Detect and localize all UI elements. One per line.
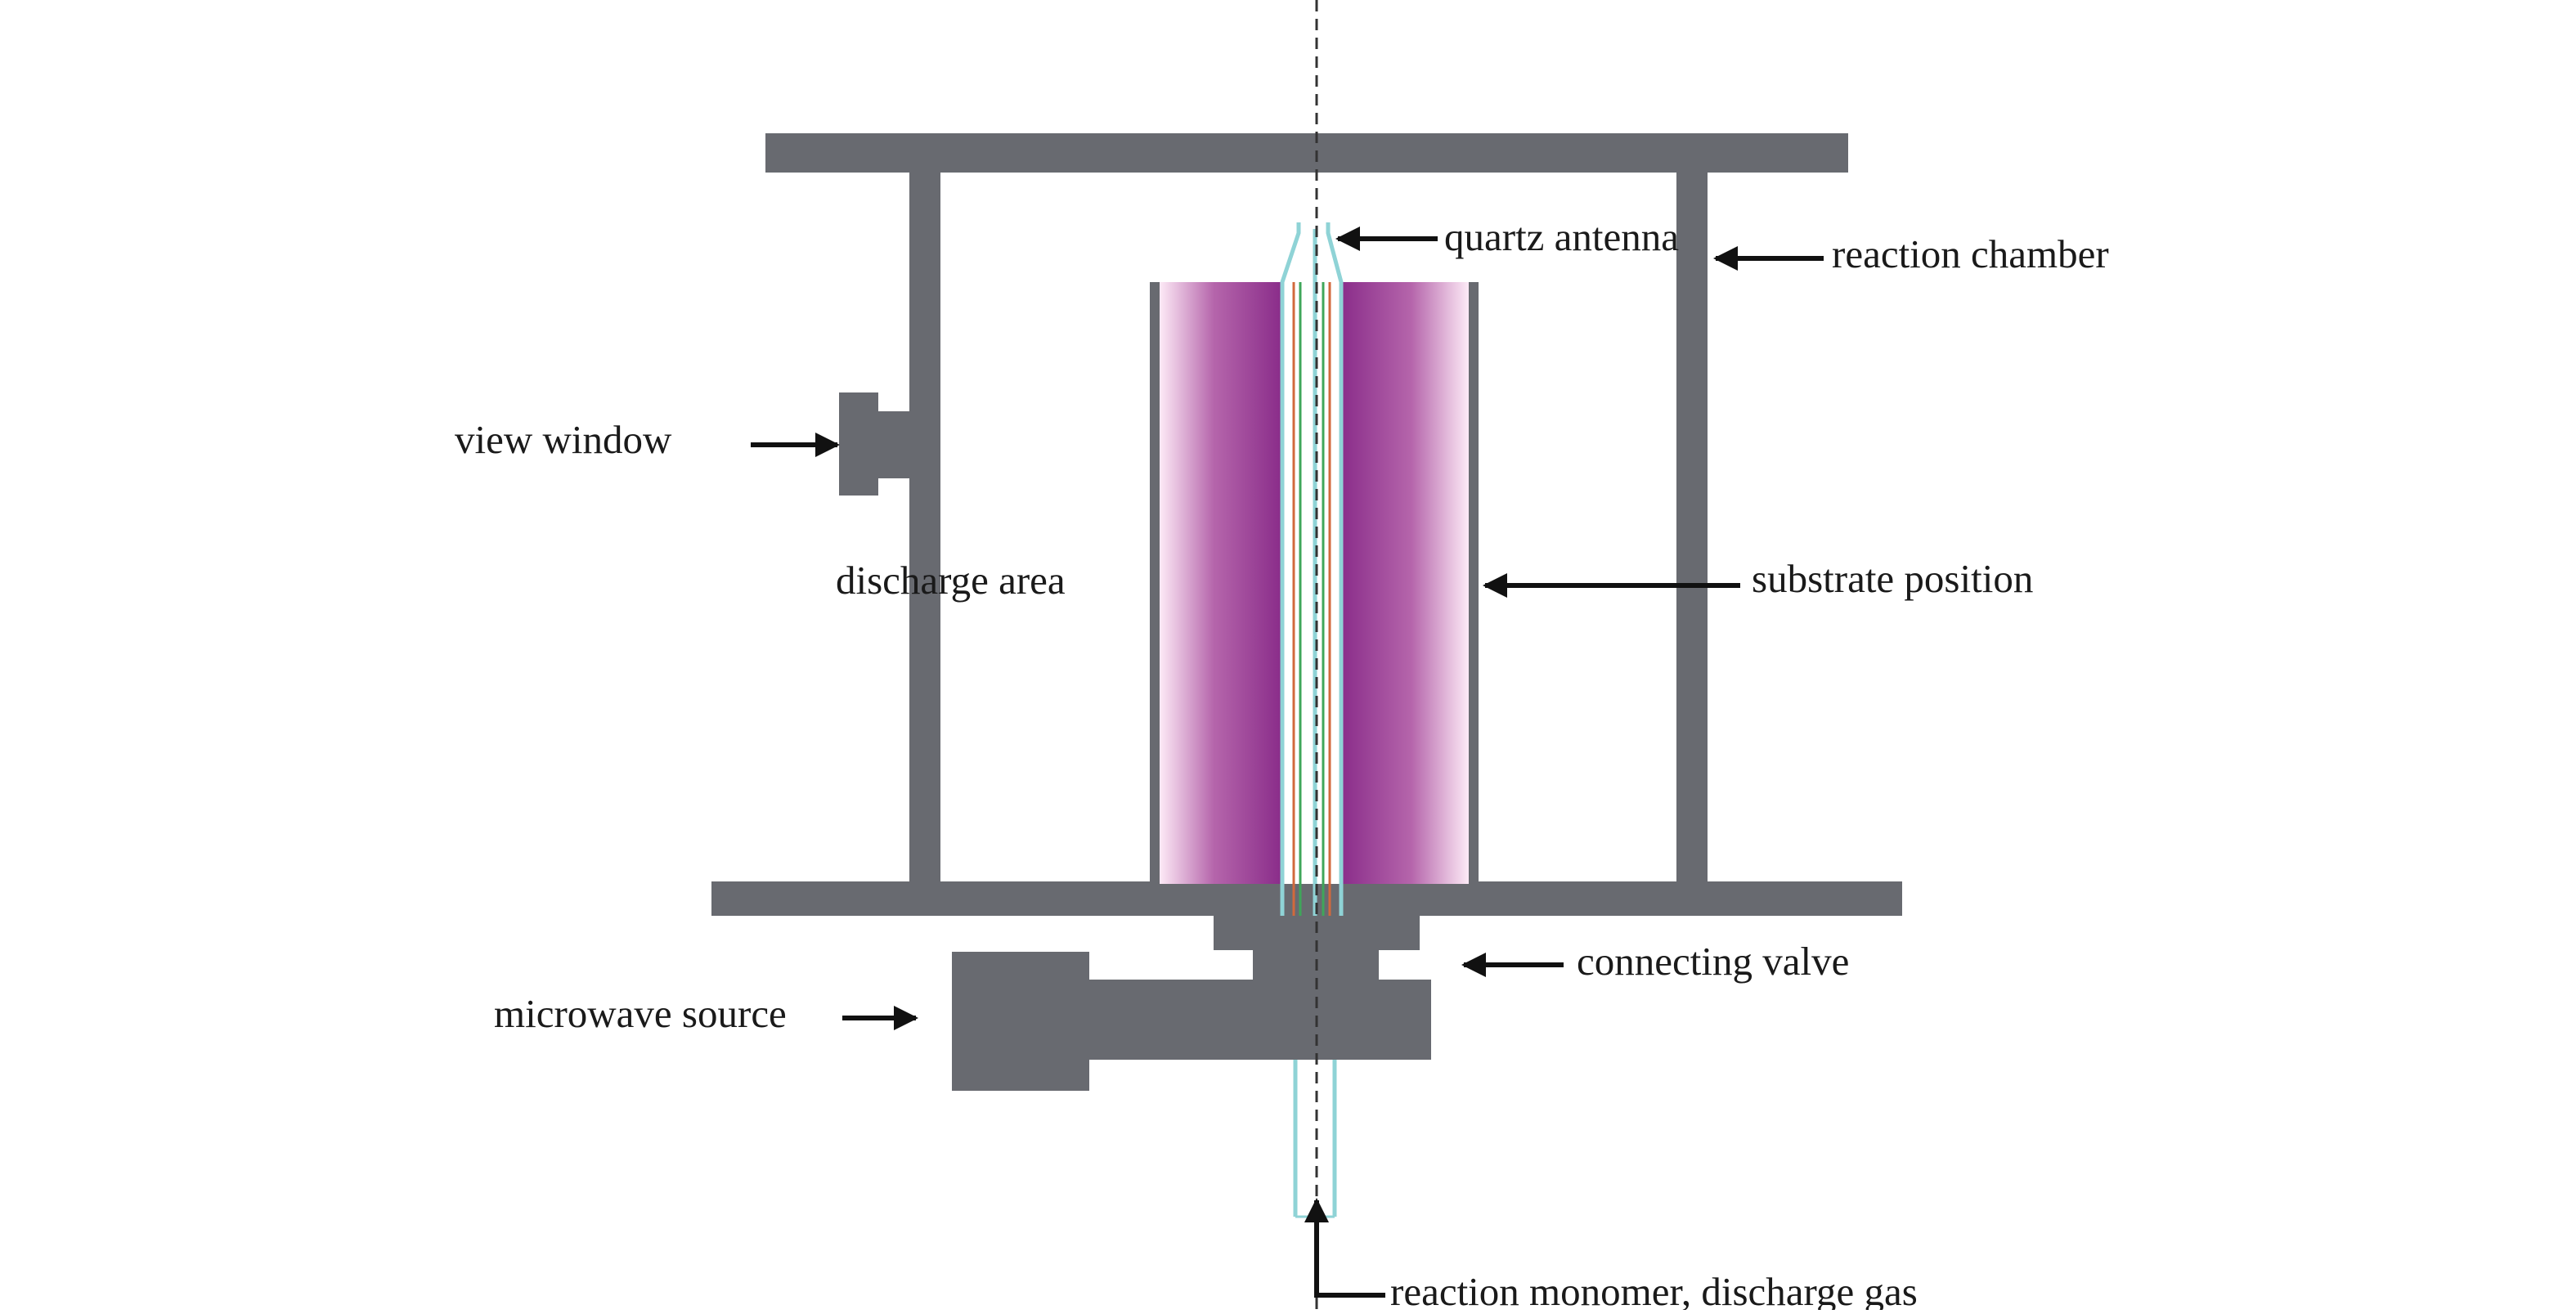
chamber-left-wall [909, 173, 940, 884]
label-quartz-antenna: quartz antenna [1444, 214, 1679, 259]
chamber-base-plate [711, 881, 1902, 916]
plasma-right [1341, 282, 1469, 884]
label-reaction-monomer: reaction monomer, discharge gas [1390, 1269, 1918, 1310]
gas-feed-tube [1293, 1060, 1337, 1218]
label-connecting-valve: connecting valve [1577, 939, 1849, 984]
label-microwave-source: microwave source [494, 991, 787, 1036]
chamber-top-plate [765, 133, 1848, 173]
view-window-body [875, 411, 911, 478]
annotation-arrows [751, 226, 1824, 1298]
microwave-source [952, 952, 1272, 1091]
substrate-holder-right [1469, 282, 1479, 884]
connecting-valve [1214, 916, 1431, 1060]
label-view-window: view window [455, 417, 672, 462]
antenna-gap [1281, 282, 1341, 884]
quartz-antenna [1280, 222, 1344, 917]
arrow-reaction-monomer [1304, 1198, 1385, 1298]
substrate-holder-left [1150, 282, 1160, 884]
view-window-flange [839, 392, 878, 496]
label-substrate-position: substrate position [1752, 556, 2033, 601]
label-discharge-area: discharge area [836, 558, 1066, 603]
plasma-left [1160, 282, 1281, 884]
chamber-right-wall [1676, 173, 1708, 884]
label-reaction-chamber: reaction chamber [1832, 231, 2109, 276]
